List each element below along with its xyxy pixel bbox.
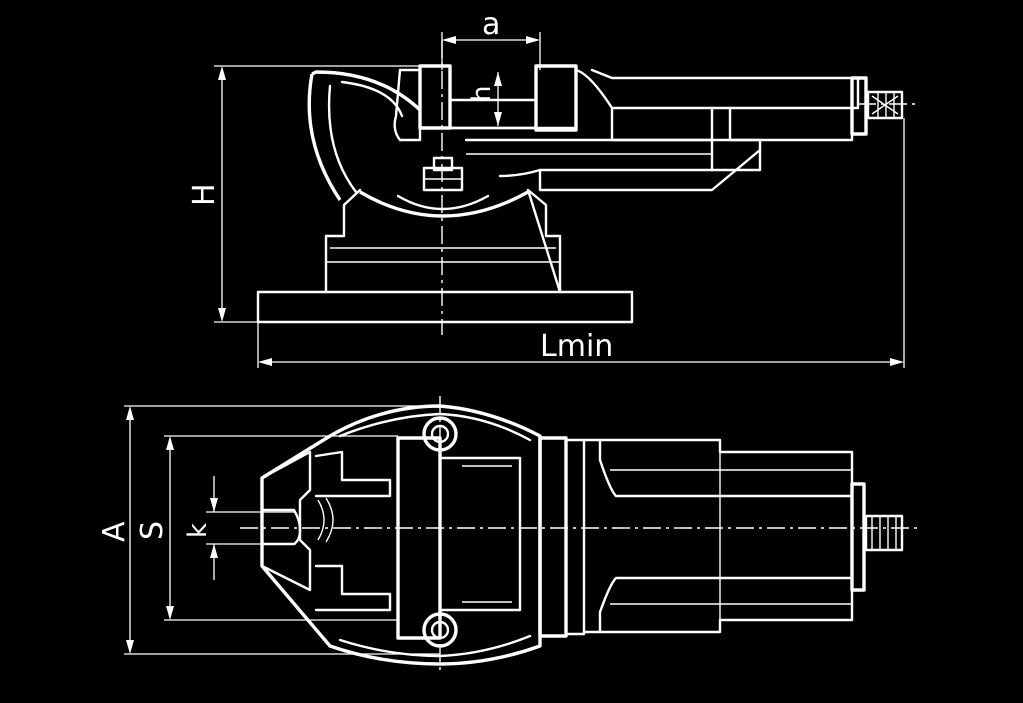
vice-body: [448, 68, 860, 130]
dimension-A: A: [97, 405, 440, 655]
dim-label-H: H: [187, 183, 222, 206]
dimension-a: a: [441, 7, 541, 70]
swivel-base: [324, 188, 562, 294]
clamping-slot: [260, 450, 312, 592]
dim-label-S: S: [135, 521, 170, 540]
swivel-saddle: [359, 190, 529, 218]
dimension-k: k: [183, 476, 296, 580]
dim-label-a: a: [482, 7, 500, 42]
dim-label-h: h: [467, 86, 497, 102]
dimension-S: S: [135, 435, 398, 621]
top-moving-jaw: [538, 436, 568, 638]
dim-label-Lmin: Lmin: [540, 329, 613, 364]
dim-label-k: k: [183, 523, 213, 538]
moving-jaw: [534, 64, 578, 132]
top-vice-body: [582, 438, 854, 634]
arc-frame: [311, 70, 422, 112]
top-spindle-square: [864, 514, 904, 552]
top-base-contour: [260, 404, 542, 666]
spindle-square: [866, 90, 904, 120]
fixed-jaw: [418, 64, 452, 130]
top-spindle-housing: [850, 482, 866, 592]
dimension-h: h: [467, 72, 502, 126]
dimension-Lmin: Lmin: [257, 118, 905, 368]
top-fixed-jaw: [396, 436, 442, 640]
base-plate: [256, 290, 634, 324]
dim-label-A: A: [97, 521, 132, 542]
dimension-H: H: [187, 65, 420, 323]
top-view: A S k: [97, 396, 920, 672]
side-view: a h H Lmin: [187, 7, 920, 368]
